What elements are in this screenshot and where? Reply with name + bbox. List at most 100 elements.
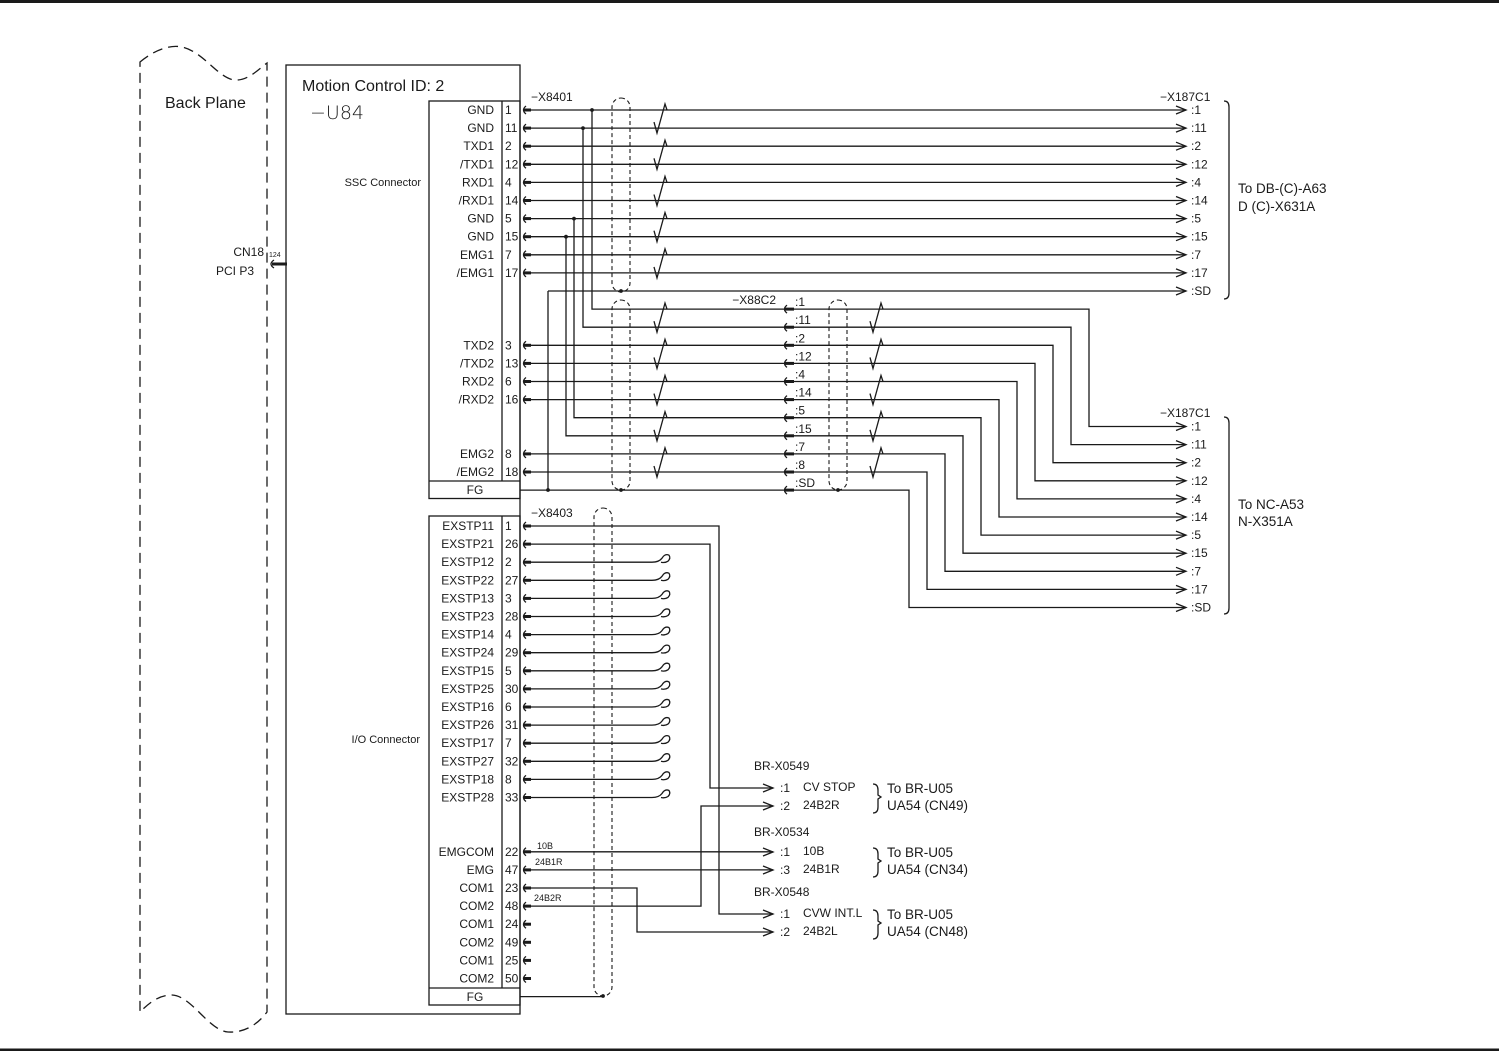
arrow-icon — [762, 847, 775, 857]
connector-socket-icon — [783, 340, 788, 350]
connector-socket-icon — [522, 195, 527, 206]
connector-socket-icon — [522, 376, 527, 387]
arrow-icon — [762, 801, 775, 811]
dest1-bracket — [1223, 100, 1230, 300]
twisted-pair-icon — [653, 210, 668, 245]
dest2-pin-label: :2 — [1191, 456, 1201, 470]
arrow-icon — [762, 783, 775, 793]
relay-pin-row: :7 — [783, 440, 1186, 572]
open-end-icon — [651, 734, 671, 745]
relay-pin-row: :SD — [783, 476, 1186, 609]
arrow-icon — [1175, 250, 1188, 260]
arrow-icon — [1175, 494, 1188, 504]
io-pin-number: 5 — [505, 664, 512, 678]
connector-socket-icon — [522, 232, 527, 242]
open-end-icon — [651, 789, 671, 799]
open-end-icon — [651, 590, 671, 600]
wire-label: 24B2R — [534, 893, 562, 903]
ground-tap-wire — [591, 110, 784, 310]
arrow-icon — [1175, 548, 1188, 558]
relay-pin-label: :14 — [795, 386, 812, 400]
connector-socket-icon — [522, 105, 527, 115]
ssc-pin-name: EMG1 — [460, 248, 494, 262]
dest1-pin-label: :5 — [1191, 212, 1201, 226]
dest1-pin-label: :1 — [1191, 103, 1201, 117]
io-pin-number: 23 — [505, 881, 519, 895]
io-pin-name: EMG — [467, 863, 494, 877]
connector-socket-icon — [522, 358, 527, 368]
ssc-connector-id: −X8401 — [531, 90, 573, 104]
ssc-pin-name: /EMG1 — [457, 266, 495, 280]
backplane: Back Plane CN18 PCI P3 124 — [139, 45, 287, 1033]
wire-exstp21 — [530, 543, 773, 789]
io-pin-number: 27 — [505, 573, 519, 587]
arrow-icon — [1175, 421, 1188, 432]
dest2-pin-row: :15 — [1175, 546, 1208, 560]
dest2-pin-label: :11 — [1191, 438, 1207, 452]
connector-socket-icon — [522, 738, 527, 748]
open-end-icon — [651, 698, 671, 708]
br-pin-label: :1 — [780, 781, 790, 795]
dest1-target-line1: To DB-(C)-A63 — [1238, 181, 1327, 196]
twisted-pair-icon — [653, 300, 668, 335]
dest1-pin-label: :11 — [1191, 121, 1207, 135]
connector-socket-icon — [522, 214, 527, 224]
connector-socket-icon — [783, 395, 788, 405]
relay-pin-label: :12 — [795, 349, 812, 363]
arrow-icon — [1175, 232, 1188, 242]
br-bracket — [872, 783, 883, 814]
io-pin-name: EXSTP22 — [441, 573, 494, 587]
br-signal-label: CVW INT.L — [803, 906, 863, 920]
open-end-icon — [651, 626, 671, 636]
dest2-pin-label: :12 — [1191, 474, 1208, 488]
connector-socket-icon — [522, 557, 527, 567]
br-pin-label: :3 — [780, 863, 790, 877]
dest1-pin-row: :14 — [530, 194, 1208, 208]
io-pin-number: 1 — [505, 519, 512, 533]
junction-dot — [581, 126, 585, 130]
connector-socket-icon — [522, 973, 527, 984]
wire-com1 — [530, 887, 773, 933]
open-end-icon — [651, 608, 671, 618]
relay-pin-label: :SD — [795, 476, 815, 490]
io-pin-name: EXSTP13 — [441, 591, 494, 605]
dest2-pin-label: :15 — [1191, 546, 1208, 560]
wire — [794, 471, 1186, 591]
br-signal-label: CV STOP — [803, 780, 855, 794]
dest2-pin-row: :1 — [1175, 420, 1201, 434]
backplane-slot-label: PCI P3 — [216, 264, 254, 278]
dest1-connector-id: −X187C1 — [1160, 90, 1211, 104]
arrow-icon — [1175, 530, 1188, 540]
connector-socket-icon — [522, 774, 527, 784]
dest2-pin-label: :1 — [1191, 420, 1201, 434]
arrow-icon — [1175, 123, 1188, 133]
connector-socket-icon — [522, 630, 527, 640]
twisted-pair-icon — [653, 101, 668, 136]
dest1-pin-label: :SD — [1191, 284, 1211, 298]
io-pin-number: 31 — [505, 718, 519, 732]
dest1-pin-label: :14 — [1191, 194, 1208, 208]
connector-socket-icon — [522, 521, 527, 531]
ssc-fg-label: FG — [467, 483, 484, 497]
io-pin-name: EXSTP27 — [441, 754, 494, 768]
relay-pin-row: :12 — [783, 349, 1186, 482]
arrow-icon — [1175, 476, 1188, 486]
open-end-icon — [651, 644, 671, 654]
dest2-target-line2: N-X351A — [1238, 514, 1293, 529]
dest2-connector-id: −X187C1 — [1160, 406, 1211, 420]
br-bracket — [872, 847, 883, 878]
io-pin-name: EXSTP28 — [441, 791, 494, 805]
